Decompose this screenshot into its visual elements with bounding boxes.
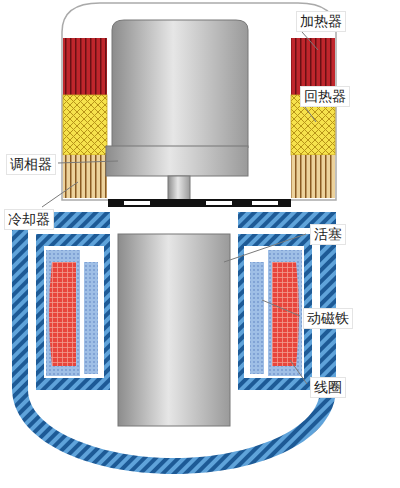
magnet-yoke xyxy=(36,234,110,390)
leader-line xyxy=(305,107,316,122)
coil-winding xyxy=(49,262,76,366)
phase-adjuster-disk xyxy=(106,146,248,176)
housing-outer xyxy=(12,212,336,474)
moving-magnet xyxy=(250,262,264,374)
leader-line xyxy=(302,32,318,50)
leader-line xyxy=(42,182,78,207)
plate-gap xyxy=(206,201,232,205)
coil xyxy=(46,250,80,376)
piston-cylinder xyxy=(118,234,230,426)
plate-gap xyxy=(124,201,150,205)
housing-opening xyxy=(110,210,238,230)
leader-line xyxy=(58,161,118,163)
magnet-yoke xyxy=(238,234,312,390)
yoke-gap xyxy=(44,246,104,378)
displacer-cylinder xyxy=(112,20,248,148)
connecting-rod xyxy=(168,176,190,200)
heater-band xyxy=(63,38,107,95)
part-label: 调相器 xyxy=(6,154,56,175)
leader-line xyxy=(290,360,307,384)
part-label: 动磁铁 xyxy=(303,308,353,329)
regenerator-band xyxy=(63,95,107,155)
leader-line xyxy=(262,300,300,316)
part-label: 线圈 xyxy=(310,377,346,398)
engine-dome xyxy=(62,3,336,200)
yoke-gap xyxy=(244,246,304,378)
moving-magnet xyxy=(84,262,98,374)
coil xyxy=(268,250,302,376)
part-label: 活塞 xyxy=(310,224,346,245)
spring-plate xyxy=(108,199,291,207)
plate-gap xyxy=(252,201,278,205)
part-label: 加热器 xyxy=(296,11,346,32)
cooler-band xyxy=(291,155,335,198)
leader-line xyxy=(224,234,306,262)
part-label: 回热器 xyxy=(300,86,350,107)
housing-cavity xyxy=(28,228,320,458)
part-label: 冷却器 xyxy=(4,209,54,230)
